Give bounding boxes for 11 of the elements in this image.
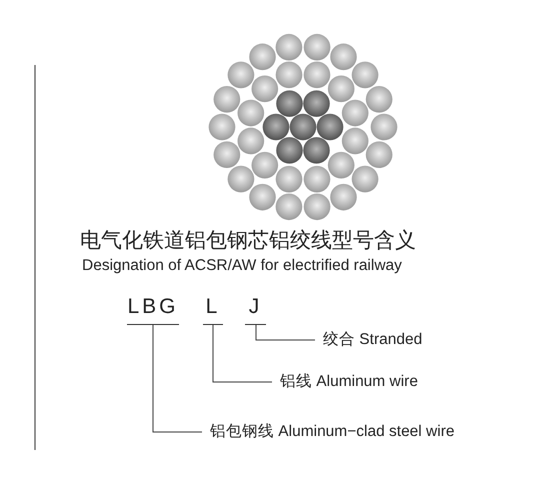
title: 电气化铁道铝包钢芯铝绞线型号含义 [80, 228, 416, 254]
leader-line [152, 324, 202, 432]
description: 铝线 Aluminum wire [280, 373, 418, 391]
leader-line [212, 324, 272, 382]
code-letter: L [203, 296, 223, 325]
code-letters: LBG [127, 296, 179, 325]
subtitle: Designation of ACSR/AW for electrified railway [82, 257, 402, 275]
leader-line [256, 324, 316, 340]
description: 铝包钢线 Aluminum−clad steel wire [210, 423, 454, 441]
code-letter: J [245, 296, 266, 325]
description: 绞合 Stranded [323, 331, 422, 349]
